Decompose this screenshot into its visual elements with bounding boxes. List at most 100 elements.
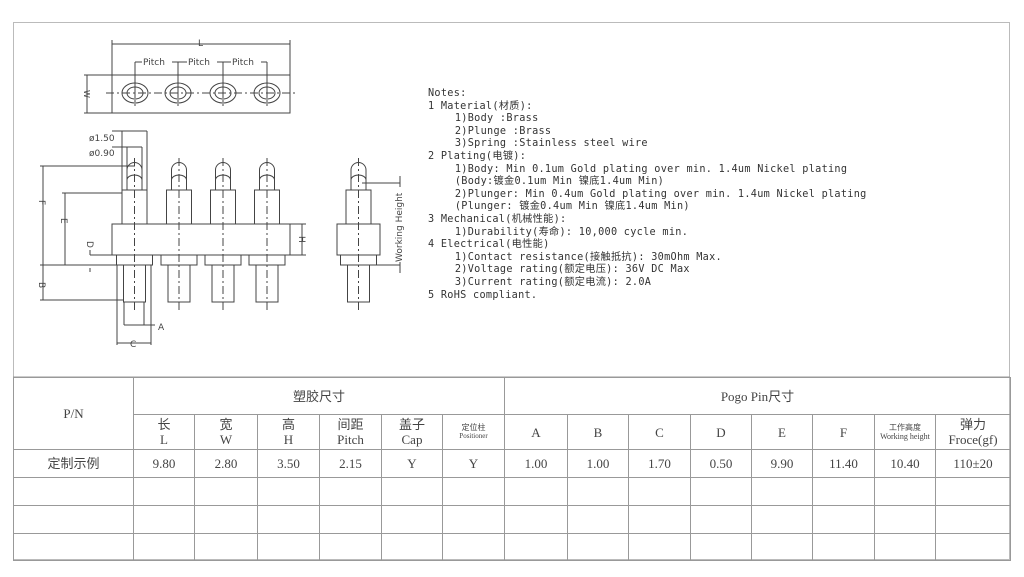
empty-cell xyxy=(257,505,320,534)
dim-D: D xyxy=(84,241,94,248)
empty-cell xyxy=(628,533,691,561)
note-line: 2)Plunger: Min 0.4um Gold plating over m… xyxy=(442,188,867,200)
column-header-en: C xyxy=(655,424,664,440)
dim-L: L xyxy=(198,39,203,49)
empty-cell xyxy=(874,505,936,534)
column-header-cn: 工作高度 xyxy=(889,423,921,432)
dim-F: F xyxy=(36,200,46,205)
empty-cell xyxy=(567,505,629,534)
column-header-en: H xyxy=(283,432,294,447)
value-cell: 2.80 xyxy=(194,449,258,478)
note-line: 3)Spring :Stainless steel wire xyxy=(442,138,648,150)
value-cell: 1.00 xyxy=(504,449,568,478)
empty-cell xyxy=(567,477,629,506)
column-header-cn: 宽 xyxy=(219,417,233,432)
note-line: 2)Voltage rating(额定电压): 36V DC Max xyxy=(442,264,690,276)
note-line: 5 RoHS compliant. xyxy=(428,289,538,301)
note-line: 2)Plunge :Brass xyxy=(442,125,552,137)
column-header-en: A xyxy=(531,424,541,440)
column-header-en: Working height xyxy=(880,432,930,441)
dim-working-height: Working Height xyxy=(395,192,405,262)
empty-cell xyxy=(690,505,752,534)
empty-cell xyxy=(751,505,813,534)
empty-cell xyxy=(133,505,195,534)
empty-cell xyxy=(194,505,258,534)
empty-cell xyxy=(628,477,691,506)
column-header: B xyxy=(567,414,629,450)
empty-row xyxy=(13,505,1011,534)
column-header: D xyxy=(690,414,752,450)
pn-cell: 定制示例 xyxy=(13,449,134,478)
column-header: A xyxy=(504,414,568,450)
note-line: (Plunger: 镀金0.4um Min 镍底1.4um Min) xyxy=(442,201,690,213)
pogo-pin xyxy=(248,158,286,310)
value-cell: 10.40 xyxy=(874,449,936,478)
value-cell: 9.80 xyxy=(133,449,195,478)
empty-row xyxy=(13,533,1011,561)
empty-cell xyxy=(504,505,568,534)
column-header-en: Pitch xyxy=(337,432,364,447)
column-header-cn: 高 xyxy=(281,417,295,432)
front-view: F E B D ø1.50 ø0.90 A C H xyxy=(36,130,306,350)
note-line: 1)Durability(寿命): 10,000 cycle min. xyxy=(442,226,689,238)
empty-cell xyxy=(690,533,752,561)
value-cell: 11.40 xyxy=(812,449,875,478)
note-line: 3)Current rating(额定电流): 2.0A xyxy=(442,276,652,288)
column-header-cn: 弹力 xyxy=(959,417,986,432)
empty-cell xyxy=(442,505,505,534)
empty-cell xyxy=(381,477,443,506)
column-header-en: D xyxy=(716,424,726,440)
dim-pitch-2: Pitch xyxy=(188,58,210,68)
column-header-en: Positioner xyxy=(459,432,488,440)
note-line: 1 Material(材质): xyxy=(428,100,533,112)
technical-drawing: L Pitch Pitch Pitch W F E B D ø1.50 ø0.9… xyxy=(13,39,1010,377)
column-header: C xyxy=(628,414,691,450)
dim-diameter-outer: ø1.50 xyxy=(89,134,115,144)
top-view: L Pitch Pitch Pitch W xyxy=(82,39,296,114)
pogo-pin xyxy=(340,158,377,310)
empty-cell xyxy=(751,477,813,506)
dim-W: W xyxy=(82,90,91,98)
notes-block: Notes:1 Material(材质): 1)Body :Brass 2)Pl… xyxy=(428,88,867,302)
empty-cell xyxy=(935,505,1011,534)
empty-cell xyxy=(442,477,505,506)
empty-cell xyxy=(751,533,813,561)
side-view: Working Height xyxy=(336,158,405,310)
group-pogo-pin-dimensions: Pogo Pin尺寸 xyxy=(504,377,1011,415)
empty-cell xyxy=(504,533,568,561)
note-line: 2 Plating(电镀): xyxy=(428,150,527,162)
note-line: 3 Mechanical(机械性能): xyxy=(428,213,567,225)
column-header-cn: 盖子 xyxy=(398,417,425,432)
empty-cell xyxy=(567,533,629,561)
value-cell: Y xyxy=(442,449,505,478)
column-header-en: Cap xyxy=(401,432,423,447)
note-line: 1)Body :Brass xyxy=(442,113,539,125)
dim-A: A xyxy=(158,323,165,333)
note-line: 1)Body: Min 0.1um Gold plating over min.… xyxy=(442,163,848,175)
column-header-en: B xyxy=(593,424,603,440)
dim-C: C xyxy=(130,340,136,350)
value-cell: 110±20 xyxy=(935,449,1011,478)
empty-cell xyxy=(257,533,320,561)
empty-cell xyxy=(690,477,752,506)
empty-cell xyxy=(319,505,382,534)
empty-cell xyxy=(812,477,875,506)
empty-cell xyxy=(504,477,568,506)
empty-cell xyxy=(628,505,691,534)
column-header-en: W xyxy=(219,432,233,447)
note-line: (Body:镀金0.1um Min 镍底1.4um Min) xyxy=(442,176,665,188)
column-header: E xyxy=(751,414,813,450)
empty-row xyxy=(13,477,1011,506)
value-cell: 1.70 xyxy=(628,449,691,478)
empty-cell xyxy=(319,533,382,561)
empty-cell xyxy=(133,533,195,561)
column-header-cn: 定位柱 xyxy=(461,423,486,432)
